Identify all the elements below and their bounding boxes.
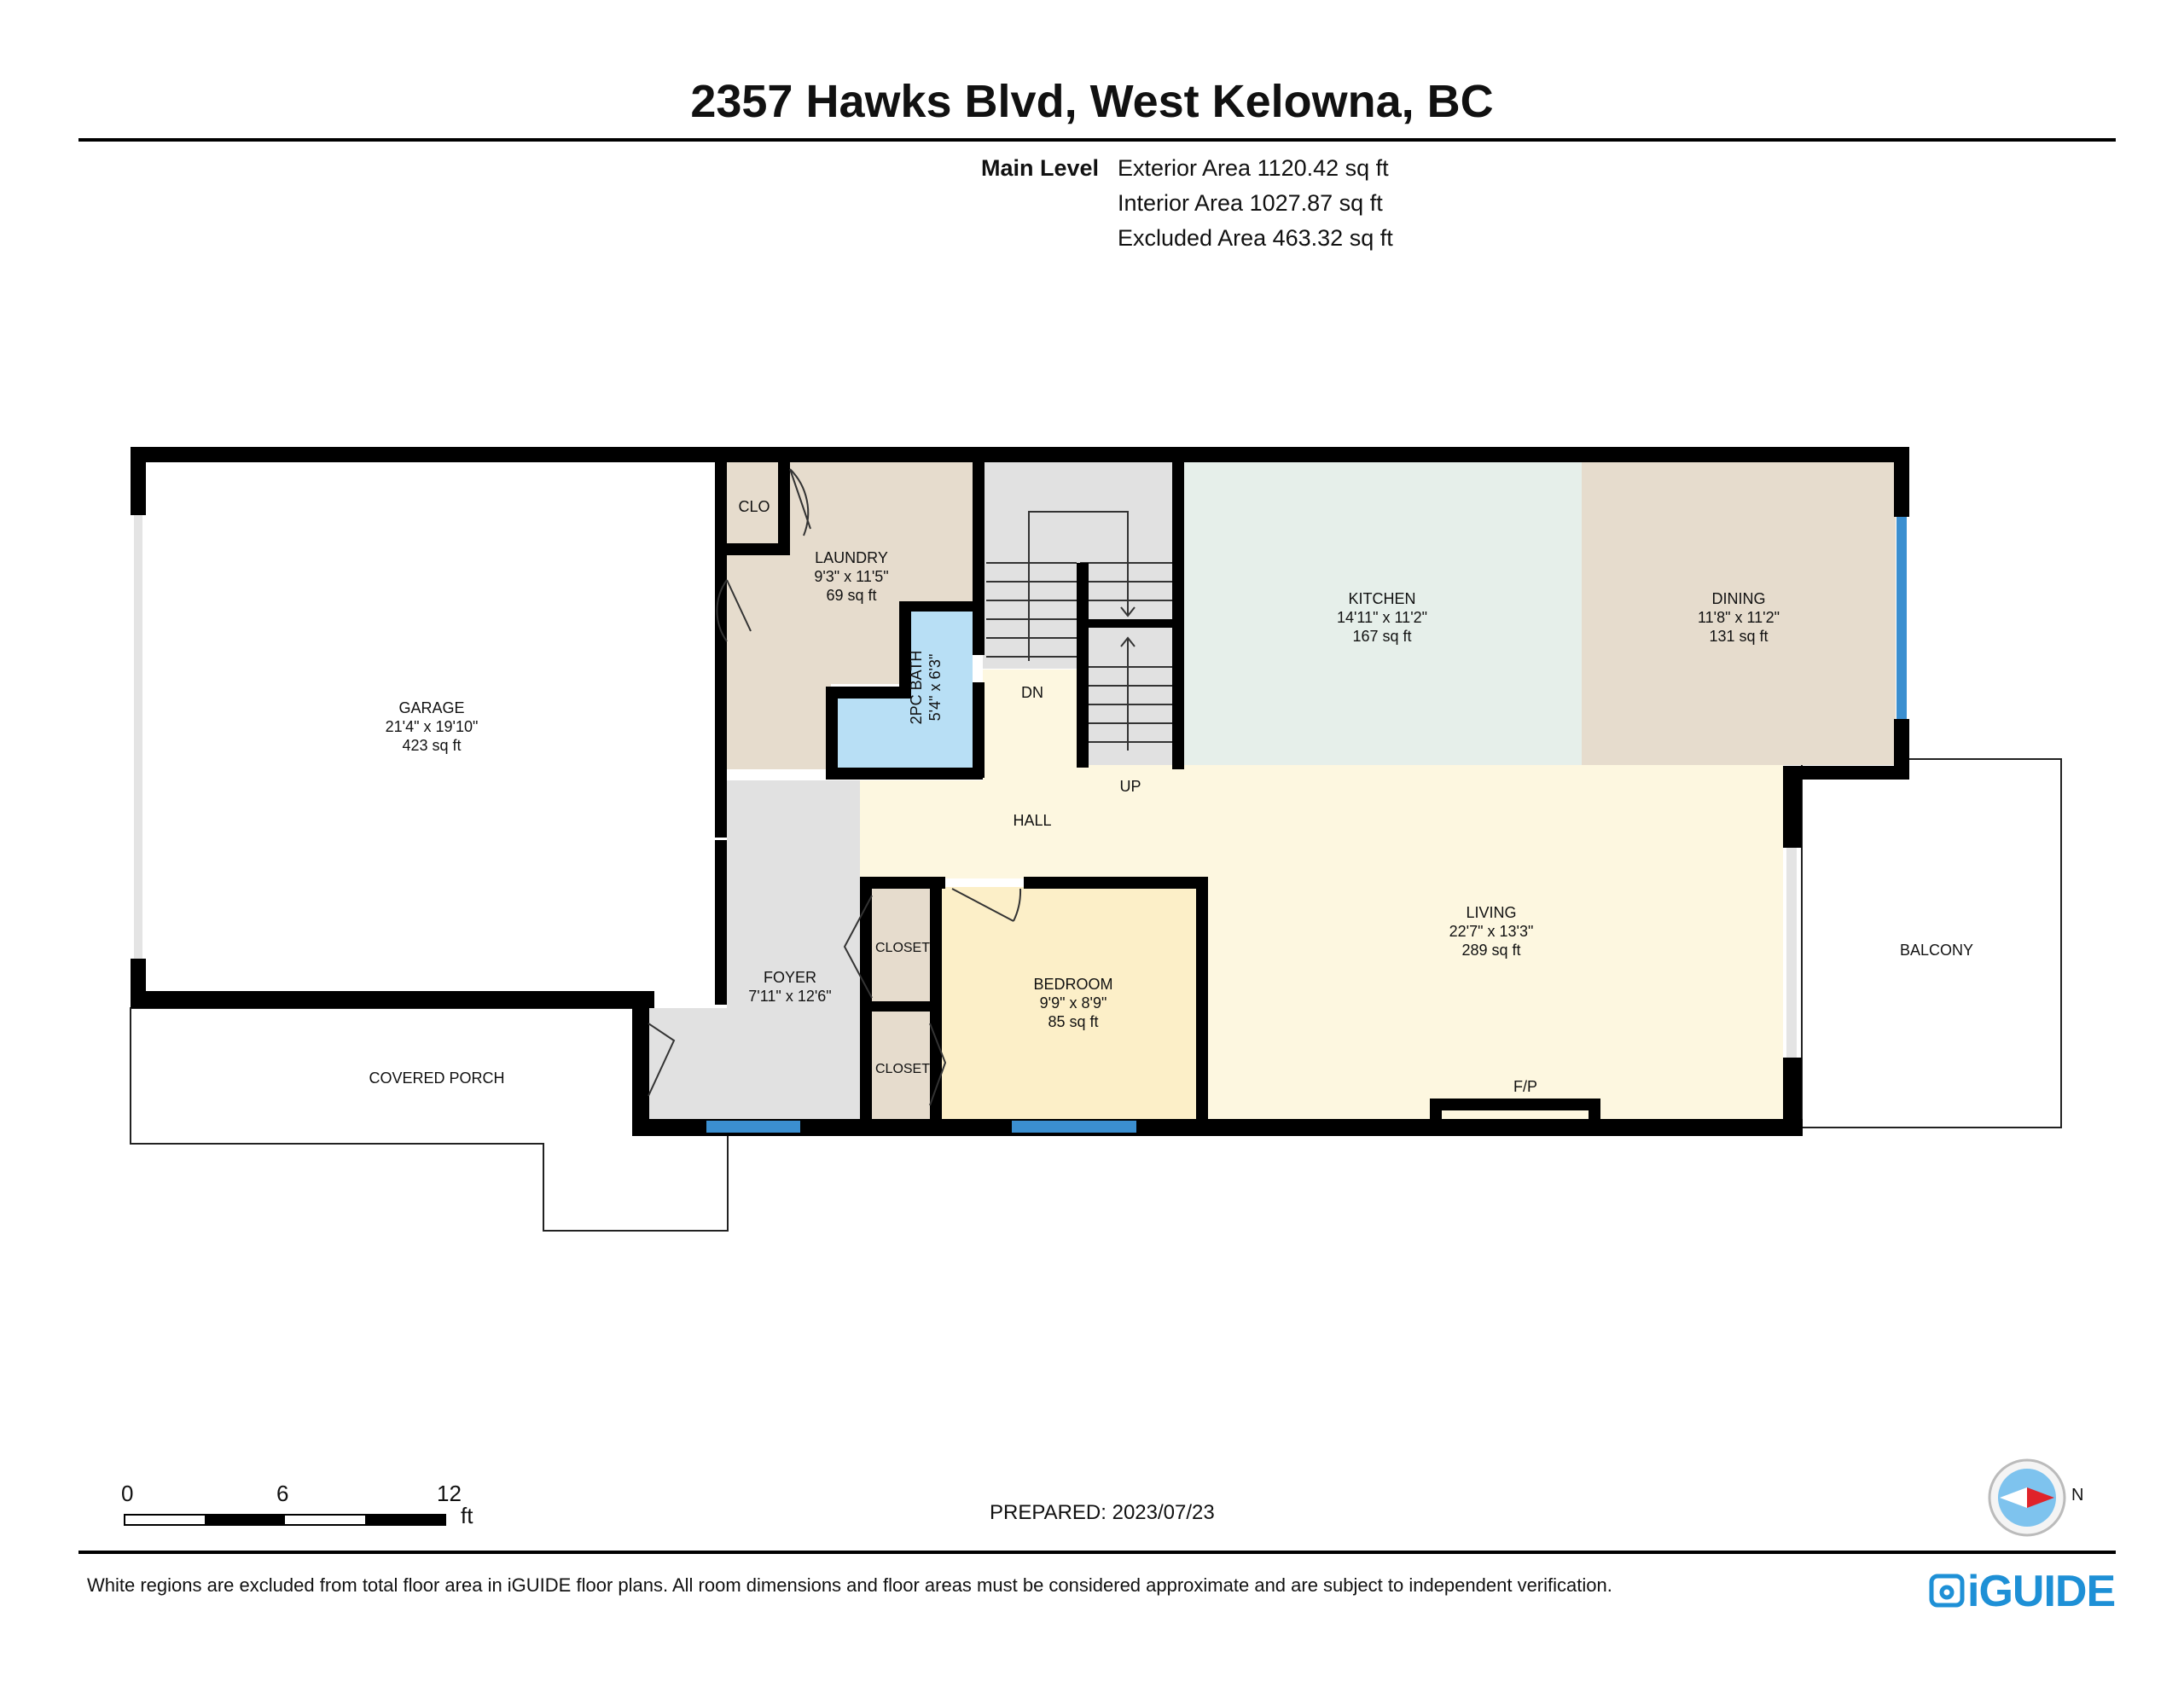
laundry-name: LAUNDRY bbox=[815, 549, 888, 566]
scale-label-12: 12 bbox=[437, 1481, 462, 1506]
title-rule bbox=[78, 138, 2116, 142]
iguide-logo: iGUIDE bbox=[1967, 1567, 2116, 1616]
plan-title: 2357 Hawks Blvd, West Kelowna, BC bbox=[690, 76, 1494, 127]
closet1-name: CLOSET bbox=[875, 941, 930, 955]
kitchen-name: KITCHEN bbox=[1348, 590, 1415, 607]
bedroom-dims: 9'9" x 8'9" bbox=[1040, 994, 1107, 1012]
footer-rule bbox=[78, 1551, 2116, 1554]
kitchen-fill bbox=[1184, 462, 1582, 765]
garage-area: 423 sq ft bbox=[402, 737, 461, 754]
scale-bar bbox=[124, 1514, 446, 1526]
living-dims: 22'7" x 13'3" bbox=[1449, 923, 1534, 940]
excluded-area: Excluded Area 463.32 sq ft bbox=[1118, 225, 1393, 251]
scale-label-0: 0 bbox=[121, 1481, 134, 1506]
stairs-dn: DN bbox=[1021, 684, 1043, 701]
dining-area: 131 sq ft bbox=[1709, 628, 1768, 645]
balcony-name: BALCONY bbox=[1900, 942, 1973, 959]
garage-fill bbox=[145, 462, 715, 991]
bath-dims: 5'4" x 6'3" bbox=[926, 654, 944, 722]
laundry-dims: 9'3" x 11'5" bbox=[814, 568, 888, 585]
bedroom-name: BEDROOM bbox=[1033, 976, 1112, 993]
closet2-fill bbox=[872, 1012, 930, 1119]
level-name: Main Level bbox=[981, 155, 1100, 181]
foyer-name: FOYER bbox=[764, 969, 816, 986]
porch-name: COVERED PORCH bbox=[369, 1070, 504, 1087]
compass-icon bbox=[1988, 1458, 2066, 1537]
footer-disclaimer: White regions are excluded from total fl… bbox=[87, 1574, 1612, 1596]
hall-name: HALL bbox=[1013, 812, 1051, 829]
dining-fill bbox=[1582, 462, 1896, 765]
clo-fill bbox=[727, 462, 785, 543]
garage-name: GARAGE bbox=[398, 699, 464, 716]
hall-fill bbox=[860, 670, 1174, 878]
closet2-name: CLOSET bbox=[875, 1062, 930, 1076]
dining-dims: 11'8" x 11'2" bbox=[1698, 609, 1780, 626]
doors bbox=[648, 468, 1022, 1106]
bedroom-area: 85 sq ft bbox=[1048, 1013, 1098, 1030]
living-name: LIVING bbox=[1466, 904, 1516, 921]
garage-dims: 21'4" x 19'10" bbox=[386, 718, 479, 735]
closet1-fill bbox=[872, 887, 930, 1001]
prepared-date: PREPARED: 2023/07/23 bbox=[990, 1501, 1215, 1524]
scale-unit: ft bbox=[461, 1503, 473, 1528]
kitchen-dims: 14'11" x 11'2" bbox=[1337, 609, 1427, 626]
stairs-up: UP bbox=[1119, 778, 1141, 795]
clo-name: CLO bbox=[738, 498, 770, 515]
stairs bbox=[986, 511, 1174, 751]
bedroom-fill bbox=[938, 887, 1199, 1119]
balcony-outline bbox=[1801, 758, 2062, 1128]
scale-label-6: 6 bbox=[276, 1481, 289, 1506]
compass-label: N bbox=[2071, 1486, 2084, 1504]
walls bbox=[131, 447, 1909, 1136]
living-fill bbox=[1174, 765, 1783, 1119]
bath-fill bbox=[836, 610, 973, 769]
stair-fill-2 bbox=[1077, 623, 1174, 768]
living-area: 289 sq ft bbox=[1461, 942, 1520, 959]
bath-name: 2PC BATH bbox=[908, 651, 925, 725]
foyer-fill bbox=[648, 780, 860, 1119]
fireplace-label: F/P bbox=[1513, 1078, 1537, 1095]
laundry-area: 69 sq ft bbox=[826, 587, 876, 604]
kitchen-area: 167 sq ft bbox=[1352, 628, 1411, 645]
foyer-dims: 7'11" x 12'6" bbox=[748, 988, 831, 1005]
openings bbox=[134, 515, 1797, 1058]
windows bbox=[706, 517, 1907, 1133]
interior-area: Interior Area 1027.87 sq ft bbox=[1118, 190, 1383, 216]
dining-name: DINING bbox=[1712, 590, 1766, 607]
iguide-logo-icon bbox=[1929, 1574, 1965, 1608]
exterior-area: Exterior Area 1120.42 sq ft bbox=[1118, 155, 1389, 181]
